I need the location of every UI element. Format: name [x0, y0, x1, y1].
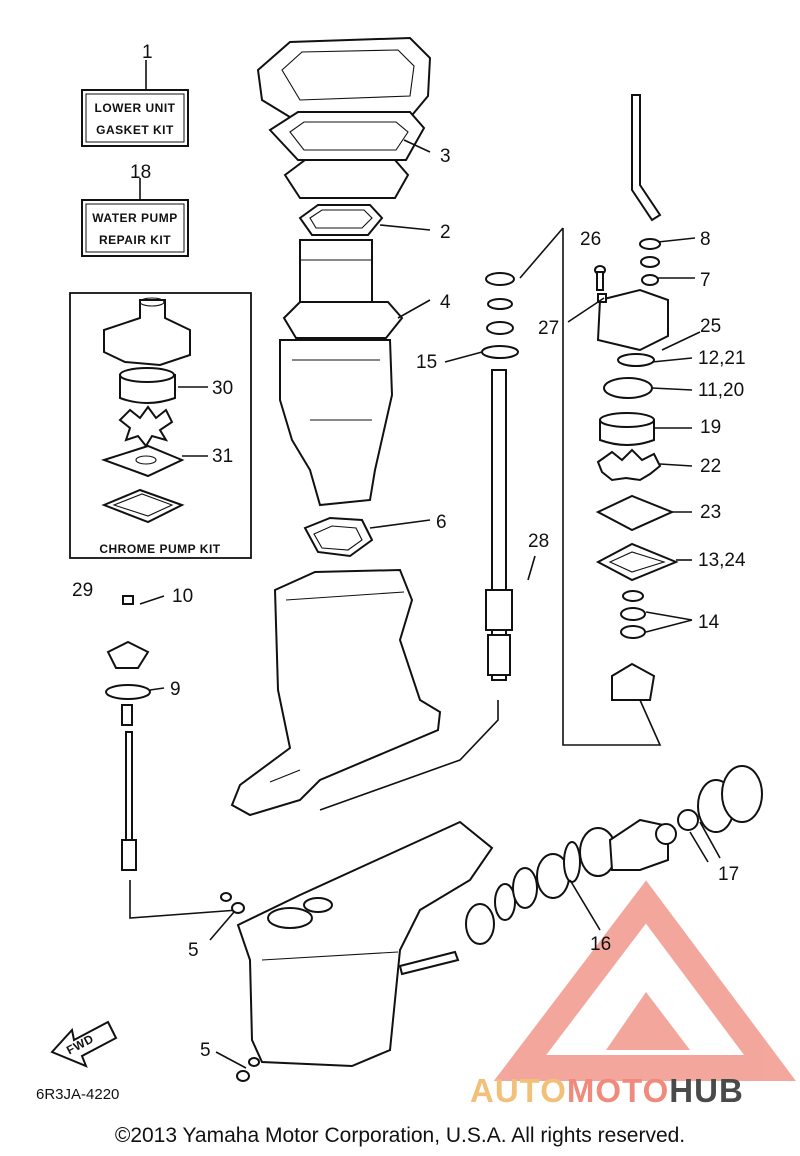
lower-unit-kit-line1: LOWER UNIT — [95, 101, 176, 115]
copyright-notice: ©2013 Yamaha Motor Corporation, U.S.A. A… — [114, 1124, 686, 1147]
watermark-logo — [493, 880, 796, 1081]
callout-18: 18 — [130, 162, 151, 183]
watermark-hub: HUB — [669, 1072, 744, 1109]
callout-8: 8 — [700, 229, 711, 250]
watermark-auto: AUTO — [470, 1072, 567, 1109]
callout-29: 29 — [72, 580, 93, 601]
chrome-pump-kit-label: CHROME PUMP KIT — [99, 542, 220, 556]
callout-5b: 5 — [200, 1040, 211, 1061]
leader-lines — [139, 139, 701, 691]
callout-11-20: 11,20 — [698, 380, 744, 401]
callout-12-21: 12,21 — [698, 348, 746, 369]
drive-shaft — [319, 227, 564, 811]
watermark-text: AUTOMOTOHUB — [470, 1072, 744, 1110]
callout-28: 28 — [528, 531, 549, 552]
callout-25: 25 — [700, 316, 721, 337]
callout-7: 7 — [700, 270, 711, 291]
diagram-code: 6R3JA-4220 — [36, 1086, 120, 1103]
callout-9: 9 — [170, 679, 181, 700]
fwd-arrow: FWD — [50, 1020, 118, 1068]
callout-10: 10 — [172, 586, 193, 607]
callout-17: 17 — [718, 864, 739, 885]
callout-19: 19 — [700, 417, 721, 438]
callout-27: 27 — [538, 318, 559, 339]
water-pump-kit-line2: REPAIR KIT — [99, 233, 171, 247]
callout-5a: 5 — [188, 940, 199, 961]
propeller-shaft-gears — [398, 765, 763, 976]
callout-3: 3 — [440, 146, 451, 167]
chrome-pump-kit-box: CHROME PUMP KIT — [69, 292, 252, 559]
water-pump-kit-box: WATER PUMP REPAIR KIT — [81, 178, 189, 257]
callout-numbers: 1 2 3 4 5 5 6 7 8 9 10 11,20 12,21 13,24… — [72, 42, 746, 1061]
lower-unit-kit-line2: GASKET KIT — [96, 123, 174, 137]
callout-6: 6 — [436, 512, 447, 533]
callout-4: 4 — [440, 292, 451, 313]
upper-casing-stack — [256, 36, 432, 558]
callout-31: 31 — [212, 446, 233, 467]
shift-rod — [105, 595, 239, 919]
drain-screws — [209, 892, 260, 1082]
lower-unit-kit-box: LOWER UNIT GASKET KIT — [81, 60, 189, 147]
callout-15: 15 — [416, 352, 437, 373]
callout-2: 2 — [440, 222, 451, 243]
callout-1: 1 — [142, 42, 153, 63]
callout-23: 23 — [700, 502, 721, 523]
lower-unit-housing — [230, 568, 494, 1068]
water-pump-kit-line1: WATER PUMP — [92, 211, 177, 225]
callout-16: 16 — [590, 934, 611, 955]
callout-13-24: 13,24 — [698, 550, 746, 571]
callout-26: 26 — [580, 229, 601, 250]
callout-30: 30 — [212, 378, 233, 399]
water-pump-assembly — [562, 94, 679, 746]
watermark-moto: MOTO — [566, 1072, 670, 1109]
callout-14: 14 — [698, 612, 720, 633]
callout-22: 22 — [700, 456, 721, 477]
